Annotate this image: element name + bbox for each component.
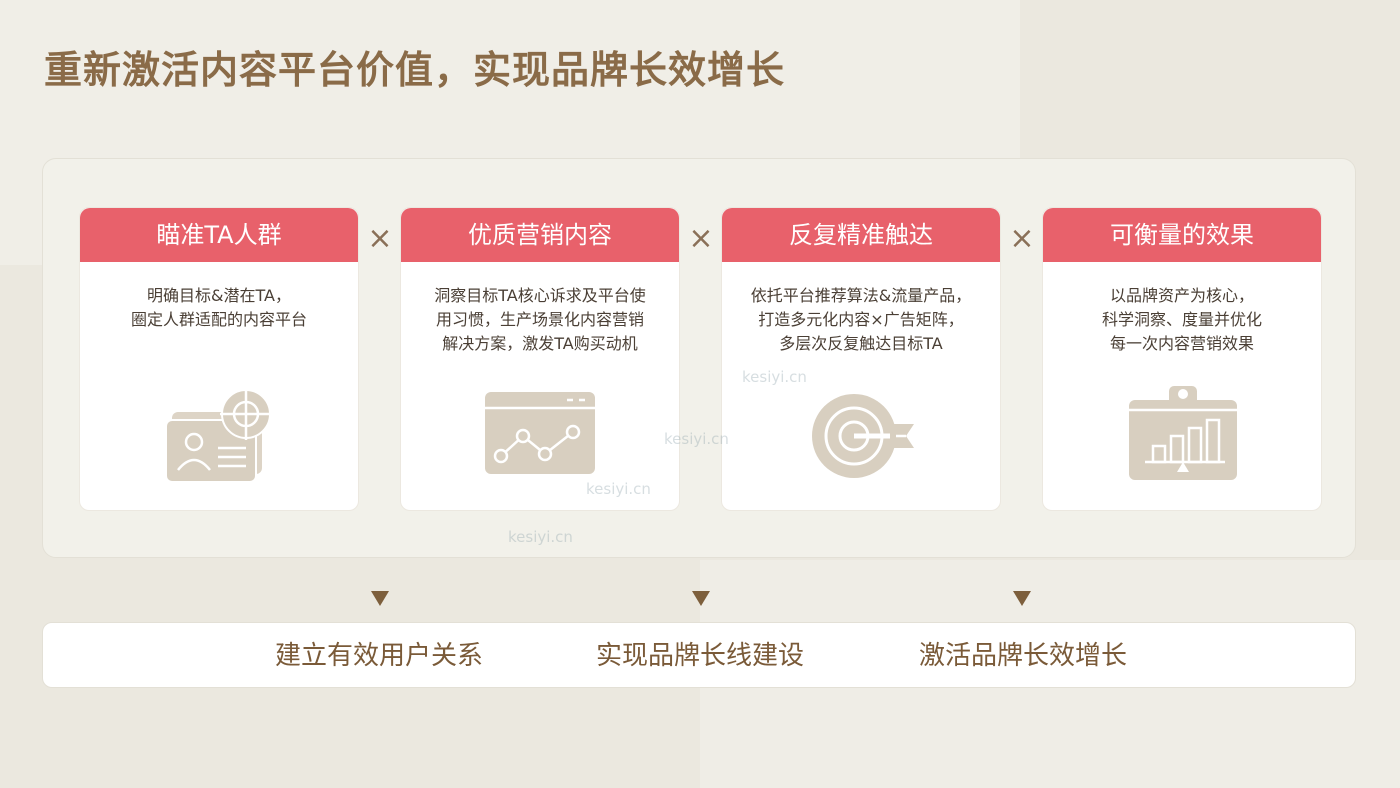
target-user-card-icon <box>165 388 272 483</box>
card-description-line: 多层次反复触达目标TA <box>779 334 943 353</box>
card-title: 可衡量的效果 <box>1043 208 1321 262</box>
watermark-text: kesiyi.cn <box>586 480 651 498</box>
card-description-line: 洞察目标TA核心诉求及平台使 <box>434 286 646 305</box>
card-description: 明确目标&潜在TA， 圈定人群适配的内容平台 <box>94 284 344 332</box>
pillar-card-quality-content: 优质营销内容 洞察目标TA核心诉求及平台使 用习惯，生产场景化内容营销 解决方案… <box>400 207 680 511</box>
card-description-line: 明确目标&潜在TA， <box>147 286 291 305</box>
watermark-text: kesiyi.cn <box>508 528 573 546</box>
card-description-line: 用习惯，生产场景化内容营销 <box>435 310 644 329</box>
multiply-sign: × <box>688 221 714 256</box>
results-bar: 建立有效用户关系 实现品牌长线建设 激活品牌长效增长 <box>42 622 1356 688</box>
down-arrow-icon <box>1013 591 1031 606</box>
pillar-card-repeated-reach: 反复精准触达 依托平台推荐算法&流量产品， 打造多元化内容×广告矩阵， 多层次反… <box>721 207 1001 511</box>
down-arrow-icon <box>692 591 710 606</box>
card-title: 瞄准TA人群 <box>80 208 358 262</box>
down-arrow-icon <box>371 591 389 606</box>
watermark-text: kesiyi.cn <box>664 430 729 448</box>
watermark-text: kesiyi.cn <box>742 368 807 386</box>
card-description: 以品牌资产为核心， 科学洞察、度量并优化 每一次内容营销效果 <box>1057 284 1307 356</box>
card-description-line: 科学洞察、度量并优化 <box>1101 310 1262 329</box>
card-title: 反复精准触达 <box>722 208 1000 262</box>
result-brand-growth: 激活品牌长效增长 <box>919 641 1128 671</box>
browser-line-chart-icon <box>485 392 595 474</box>
clipboard-bar-chart-icon <box>1129 386 1237 480</box>
card-description: 依托平台推荐算法&流量产品， 打造多元化内容×广告矩阵， 多层次反复触达目标TA <box>736 284 986 356</box>
card-description-line: 依托平台推荐算法&流量产品， <box>750 286 972 305</box>
slide-title: 重新激活内容平台价值，实现品牌长效增长 <box>44 48 786 92</box>
result-brand-long-term: 实现品牌长线建设 <box>596 641 805 671</box>
card-description-line: 打造多元化内容×广告矩阵， <box>758 310 964 329</box>
multiply-sign: × <box>1009 221 1035 256</box>
card-title: 优质营销内容 <box>401 208 679 262</box>
card-description-line: 解决方案，激发TA购买动机 <box>442 334 638 353</box>
pillar-card-measurable-effect: 可衡量的效果 以品牌资产为核心， 科学洞察、度量并优化 每一次内容营销效果 <box>1042 207 1322 511</box>
target-arrow-icon <box>812 394 914 478</box>
card-description-line: 每一次内容营销效果 <box>1109 334 1254 353</box>
result-user-relationship: 建立有效用户关系 <box>275 641 484 671</box>
pillars-panel: 瞄准TA人群 明确目标&潜在TA， 圈定人群适配的内容平台 × 优质营销内容 洞… <box>42 158 1356 558</box>
card-description-line: 圈定人群适配的内容平台 <box>130 310 307 329</box>
multiply-sign: × <box>367 221 393 256</box>
pillar-card-target-audience: 瞄准TA人群 明确目标&潜在TA， 圈定人群适配的内容平台 <box>79 207 359 511</box>
card-description-line: 以品牌资产为核心， <box>1109 286 1254 305</box>
card-description: 洞察目标TA核心诉求及平台使 用习惯，生产场景化内容营销 解决方案，激发TA购买… <box>415 284 665 356</box>
